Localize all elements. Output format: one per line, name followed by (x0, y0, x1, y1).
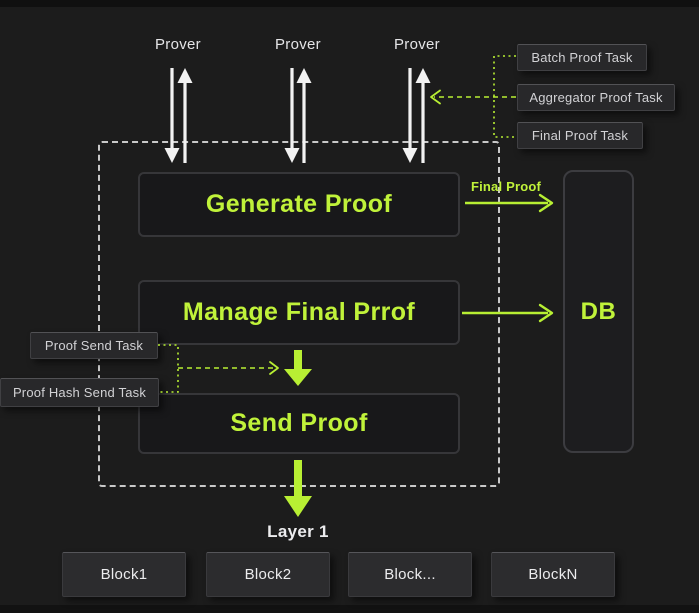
task-bracket-connector (493, 55, 516, 138)
block-item: BlockN (491, 552, 615, 597)
block-item: Block... (348, 552, 472, 597)
blockn-label: BlockN (528, 566, 578, 583)
aggregator-task-dashed-arrow-icon (430, 89, 516, 105)
batch-proof-task-box: Batch Proof Task (517, 44, 647, 71)
manage-final-proof-node: Manage Final Prrof (138, 280, 460, 345)
final-proof-task-label: Final Proof Task (531, 128, 629, 143)
aggregator-proof-task-label: Aggregator Proof Task (529, 90, 663, 105)
send-proof-label: Send Proof (230, 409, 368, 437)
block1-label: Block1 (100, 566, 148, 583)
generate-proof-label: Generate Proof (205, 190, 393, 218)
proof-hash-send-task-label: Proof Hash Send Task (12, 385, 147, 400)
generate-proof-node: Generate Proof (138, 172, 460, 237)
prover-label-1: Prover (155, 36, 201, 53)
manage-final-proof-label: Manage Final Prrof (182, 298, 416, 326)
db-label: DB (580, 297, 617, 325)
proof-send-task-box: Proof Send Task (30, 332, 158, 359)
bottom-strip (0, 605, 699, 613)
block-item: Block1 (62, 552, 186, 597)
db-node: DB (563, 170, 634, 453)
prover-label-2: Prover (275, 36, 321, 53)
send-proof-node: Send Proof (138, 393, 460, 454)
final-proof-task-box: Final Proof Task (517, 122, 643, 149)
proof-hash-send-task-box: Proof Hash Send Task (0, 378, 159, 407)
block2-label: Block2 (244, 566, 292, 583)
batch-proof-task-label: Batch Proof Task (531, 50, 633, 65)
top-strip (0, 0, 699, 7)
aggregator-proof-task-box: Aggregator Proof Task (517, 84, 675, 111)
block-ellipsis-label: Block... (384, 566, 436, 583)
final-proof-annotation: Final Proof (470, 179, 542, 194)
prover-label-3: Prover (394, 36, 440, 53)
proof-send-task-label: Proof Send Task (44, 338, 144, 353)
layer1-label: Layer 1 (267, 522, 329, 541)
block-item: Block2 (206, 552, 330, 597)
